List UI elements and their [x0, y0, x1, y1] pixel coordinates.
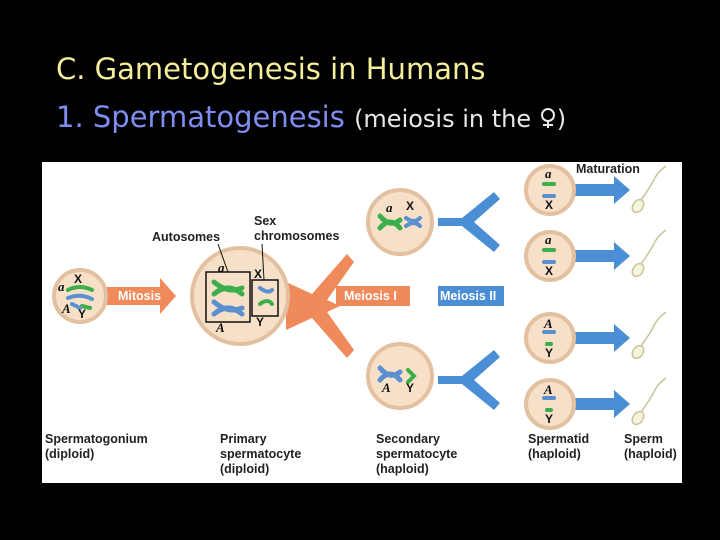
- meiosis1-fork: [286, 254, 354, 358]
- slide-subtitle: 1. Spermatogenesis (meiosis in the ): [56, 100, 566, 134]
- secondary-spermatocyte-top: a X: [366, 188, 434, 256]
- sperm-icon: [631, 377, 667, 426]
- sperm-icon: [631, 229, 667, 278]
- spermatid-4-A-label: A: [543, 382, 553, 397]
- primary-spermatocyte-cell: a A X Y: [190, 246, 290, 346]
- maturation-arrow-4: [574, 390, 630, 418]
- lower-fork: [438, 350, 500, 410]
- secondary-bottom-y-label: Y: [406, 381, 414, 395]
- sperm-icon: [631, 165, 667, 214]
- meiosis1-label: Meiosis I: [344, 289, 397, 303]
- spermatogonium-A-label: A: [61, 301, 71, 316]
- secondary-spermatocyte-bottom: A Y: [366, 342, 434, 410]
- autosomes-label: Autosomes: [152, 230, 221, 244]
- spermatogonium-y-label: Y: [78, 307, 86, 321]
- subtitle-close: ): [556, 105, 567, 133]
- secondary-spermatocyte-label: Secondary spermatocyte (haploid): [376, 432, 458, 476]
- mitosis-arrow: [102, 278, 176, 314]
- spermatid-1-a-label: a: [545, 166, 552, 181]
- slide-title: C. Gametogenesis in Humans: [56, 52, 486, 86]
- subtitle-main: 1. Spermatogenesis: [56, 100, 345, 134]
- spermatid-3: A Y: [524, 312, 576, 364]
- spermatogenesis-diagram: X a A Y a A X Y a X A Y: [42, 162, 682, 483]
- spermatogonium-a-label: a: [58, 279, 65, 294]
- maturation-arrow-2: [574, 242, 630, 270]
- autosomes-leader: [217, 243, 229, 273]
- primary-spermatocyte-label: Primary spermatocyte (diploid): [220, 432, 302, 476]
- spermatogonium-label: Spermatogonium (diploid): [45, 432, 148, 461]
- secondary-bottom-A-label: A: [381, 380, 391, 395]
- spermatid-4: A Y: [524, 378, 576, 430]
- sex-chromosomes-leader: [261, 243, 265, 281]
- sperm-label: Sperm (haploid): [624, 432, 677, 461]
- spermatid-3-A-label: A: [543, 316, 553, 331]
- secondary-top-a-label: a: [386, 200, 393, 215]
- sperm-icon: [631, 311, 667, 360]
- primary-y-label: Y: [256, 315, 264, 329]
- meiosis2-arrow: [438, 286, 504, 306]
- subtitle-paren: (meiosis in the: [354, 105, 539, 133]
- spermatogonium-x-label: X: [74, 272, 82, 286]
- upper-fork: [438, 192, 500, 252]
- spermatid-2-a-label: a: [545, 232, 552, 247]
- secondary-top-x-label: X: [406, 199, 414, 213]
- spermatid-label: Spermatid (haploid): [528, 432, 590, 461]
- spermatogonium-cell: X a A Y: [52, 268, 108, 324]
- sex-chromosomes-label: Sex chromosomes: [254, 214, 340, 243]
- female-symbol-icon: [540, 108, 555, 128]
- spermatid-2: a X: [524, 230, 576, 282]
- spermatid-1: a X: [524, 164, 576, 216]
- meiosis2-label: Meiosis II: [440, 289, 497, 303]
- meiosis1-arrow-body: [336, 286, 410, 306]
- spermatid-3-y-label: Y: [545, 346, 553, 360]
- primary-A-label: A: [215, 320, 225, 335]
- maturation-arrow-1: [574, 176, 630, 204]
- primary-x-label: X: [254, 267, 262, 281]
- spermatid-2-x-label: X: [545, 264, 553, 278]
- spermatid-1-x-label: X: [545, 198, 553, 212]
- mitosis-label: Mitosis: [118, 289, 162, 303]
- maturation-arrow-3: [574, 324, 630, 352]
- spermatid-4-y-label: Y: [545, 412, 553, 426]
- primary-a-label: a: [218, 260, 225, 275]
- diagram-svg: X a A Y a A X Y a X A Y: [52, 164, 667, 430]
- maturation-label: Maturation: [576, 162, 640, 176]
